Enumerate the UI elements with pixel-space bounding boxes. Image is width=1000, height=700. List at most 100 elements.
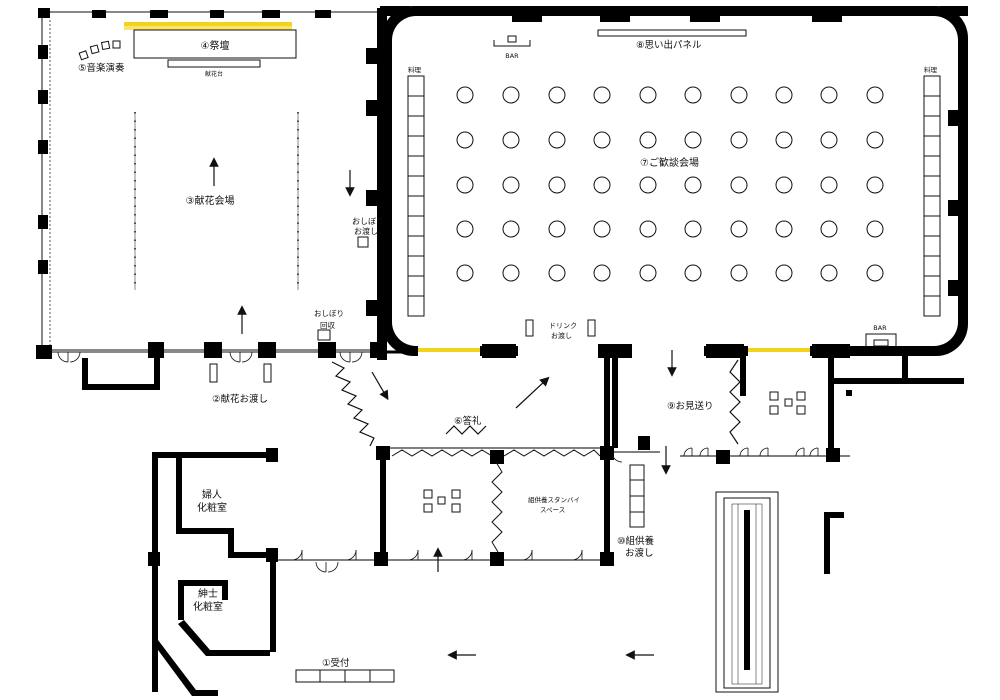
memory-panel: ⑧思い出パネル <box>597 29 747 51</box>
round-table <box>730 131 748 149</box>
round-table <box>684 131 702 149</box>
lobby-walls <box>52 342 964 696</box>
round-table <box>593 220 611 238</box>
flower-venue-label: ③献花会場 <box>186 194 235 207</box>
ladies-room-label-1: 婦人 <box>202 489 222 501</box>
ladies-room-label-2: 化粧室 <box>197 501 227 514</box>
music-label: ⑤音楽演奏 <box>78 62 125 74</box>
round-table <box>866 264 884 282</box>
partitions <box>331 359 741 553</box>
towel-collect-label-1: おしぼり <box>314 309 344 318</box>
gents-room-label-1: 紳士 <box>198 587 218 600</box>
reception-desk: ①受付 <box>295 657 395 683</box>
round-table <box>775 220 793 238</box>
altar-label: ④祭壇 <box>201 39 230 52</box>
flower-table-label: 献花台 <box>205 70 223 78</box>
flower-rows <box>134 112 299 290</box>
towel-handover-label-2: お渡し <box>354 226 378 236</box>
round-table <box>820 264 838 282</box>
thanks-gift-label: ⑥答礼 <box>454 415 482 427</box>
round-table <box>639 264 657 282</box>
cuisine-left: 料理 <box>407 65 425 317</box>
round-table <box>593 131 611 149</box>
altar: ④祭壇 献花台 <box>124 22 297 78</box>
round-table <box>502 220 520 238</box>
cuisine-right: 料理 <box>923 65 941 317</box>
memory-panel-label: ⑧思い出パネル <box>636 39 702 51</box>
gents-room-label-2: 化粧室 <box>193 600 223 613</box>
round-table <box>456 264 474 282</box>
reception-label: ①受付 <box>322 657 350 669</box>
standby-label-1: 組供養スタンバイ <box>528 495 580 504</box>
round-table <box>866 176 884 194</box>
round-table <box>548 86 566 104</box>
flower-stand-left <box>209 363 218 383</box>
round-table <box>866 86 884 104</box>
round-table <box>775 131 793 149</box>
round-table <box>820 176 838 194</box>
offering-label-1: ⑩組供養 <box>617 535 655 547</box>
round-table <box>730 86 748 104</box>
round-table <box>866 131 884 149</box>
round-table <box>593 176 611 194</box>
towel-collect-label-2: 回収 <box>320 321 335 330</box>
drink-label-2: お渡し <box>551 331 572 340</box>
round-table <box>775 176 793 194</box>
round-table <box>820 86 838 104</box>
towel-collect-station: おしぼり 回収 <box>314 309 344 341</box>
round-table <box>502 131 520 149</box>
escalator <box>715 491 779 693</box>
round-table <box>730 220 748 238</box>
bar-bottom-label: BAR <box>873 324 887 332</box>
round-table <box>639 220 657 238</box>
round-table <box>456 131 474 149</box>
round-table <box>456 220 474 238</box>
cuisine-right-label: 料理 <box>924 65 938 74</box>
drink-station: ドリンク お渡し <box>525 319 596 340</box>
banquet-label: ⑦ご歓談会場 <box>640 156 699 169</box>
right-lounge <box>769 391 806 415</box>
round-table <box>456 176 474 194</box>
round-table <box>730 176 748 194</box>
round-table <box>639 176 657 194</box>
round-table <box>548 220 566 238</box>
round-table <box>593 86 611 104</box>
round-table <box>820 131 838 149</box>
round-table <box>639 131 657 149</box>
offering-stand: ⑩組供養 お渡し <box>617 464 655 559</box>
bar-top-label: BAR <box>505 52 519 60</box>
offering-label-2: お渡し <box>625 547 654 559</box>
standby-label-2: スペース <box>540 506 565 514</box>
round-table <box>684 264 702 282</box>
music-area: ⑤音楽演奏 <box>78 40 125 74</box>
towel-handover-station: おしぼり お渡し <box>352 217 384 248</box>
flower-stand-right <box>263 363 272 383</box>
bar-top: BAR <box>493 35 531 60</box>
round-table <box>775 86 793 104</box>
round-table <box>730 264 748 282</box>
round-table <box>548 131 566 149</box>
round-table <box>820 220 838 238</box>
round-table <box>456 86 474 104</box>
round-tables <box>456 86 884 282</box>
round-table <box>684 220 702 238</box>
bar-bottom: BAR <box>865 324 897 347</box>
round-table <box>502 176 520 194</box>
send-off-label: ⑨お見送り <box>667 400 714 412</box>
cuisine-left-label: 料理 <box>408 65 422 74</box>
towel-handover-label-1: おしぼり <box>352 217 384 226</box>
round-table <box>684 176 702 194</box>
round-table <box>548 264 566 282</box>
center-lounge <box>423 489 461 513</box>
round-table <box>775 264 793 282</box>
flow-arrows <box>209 157 677 660</box>
round-table <box>548 176 566 194</box>
flower-handover-label: ②献花お渡し <box>212 393 268 405</box>
round-table <box>639 86 657 104</box>
round-table <box>684 86 702 104</box>
lower-doors <box>291 447 819 573</box>
round-table <box>866 220 884 238</box>
round-table <box>502 264 520 282</box>
drink-label-1: ドリンク <box>549 322 577 330</box>
